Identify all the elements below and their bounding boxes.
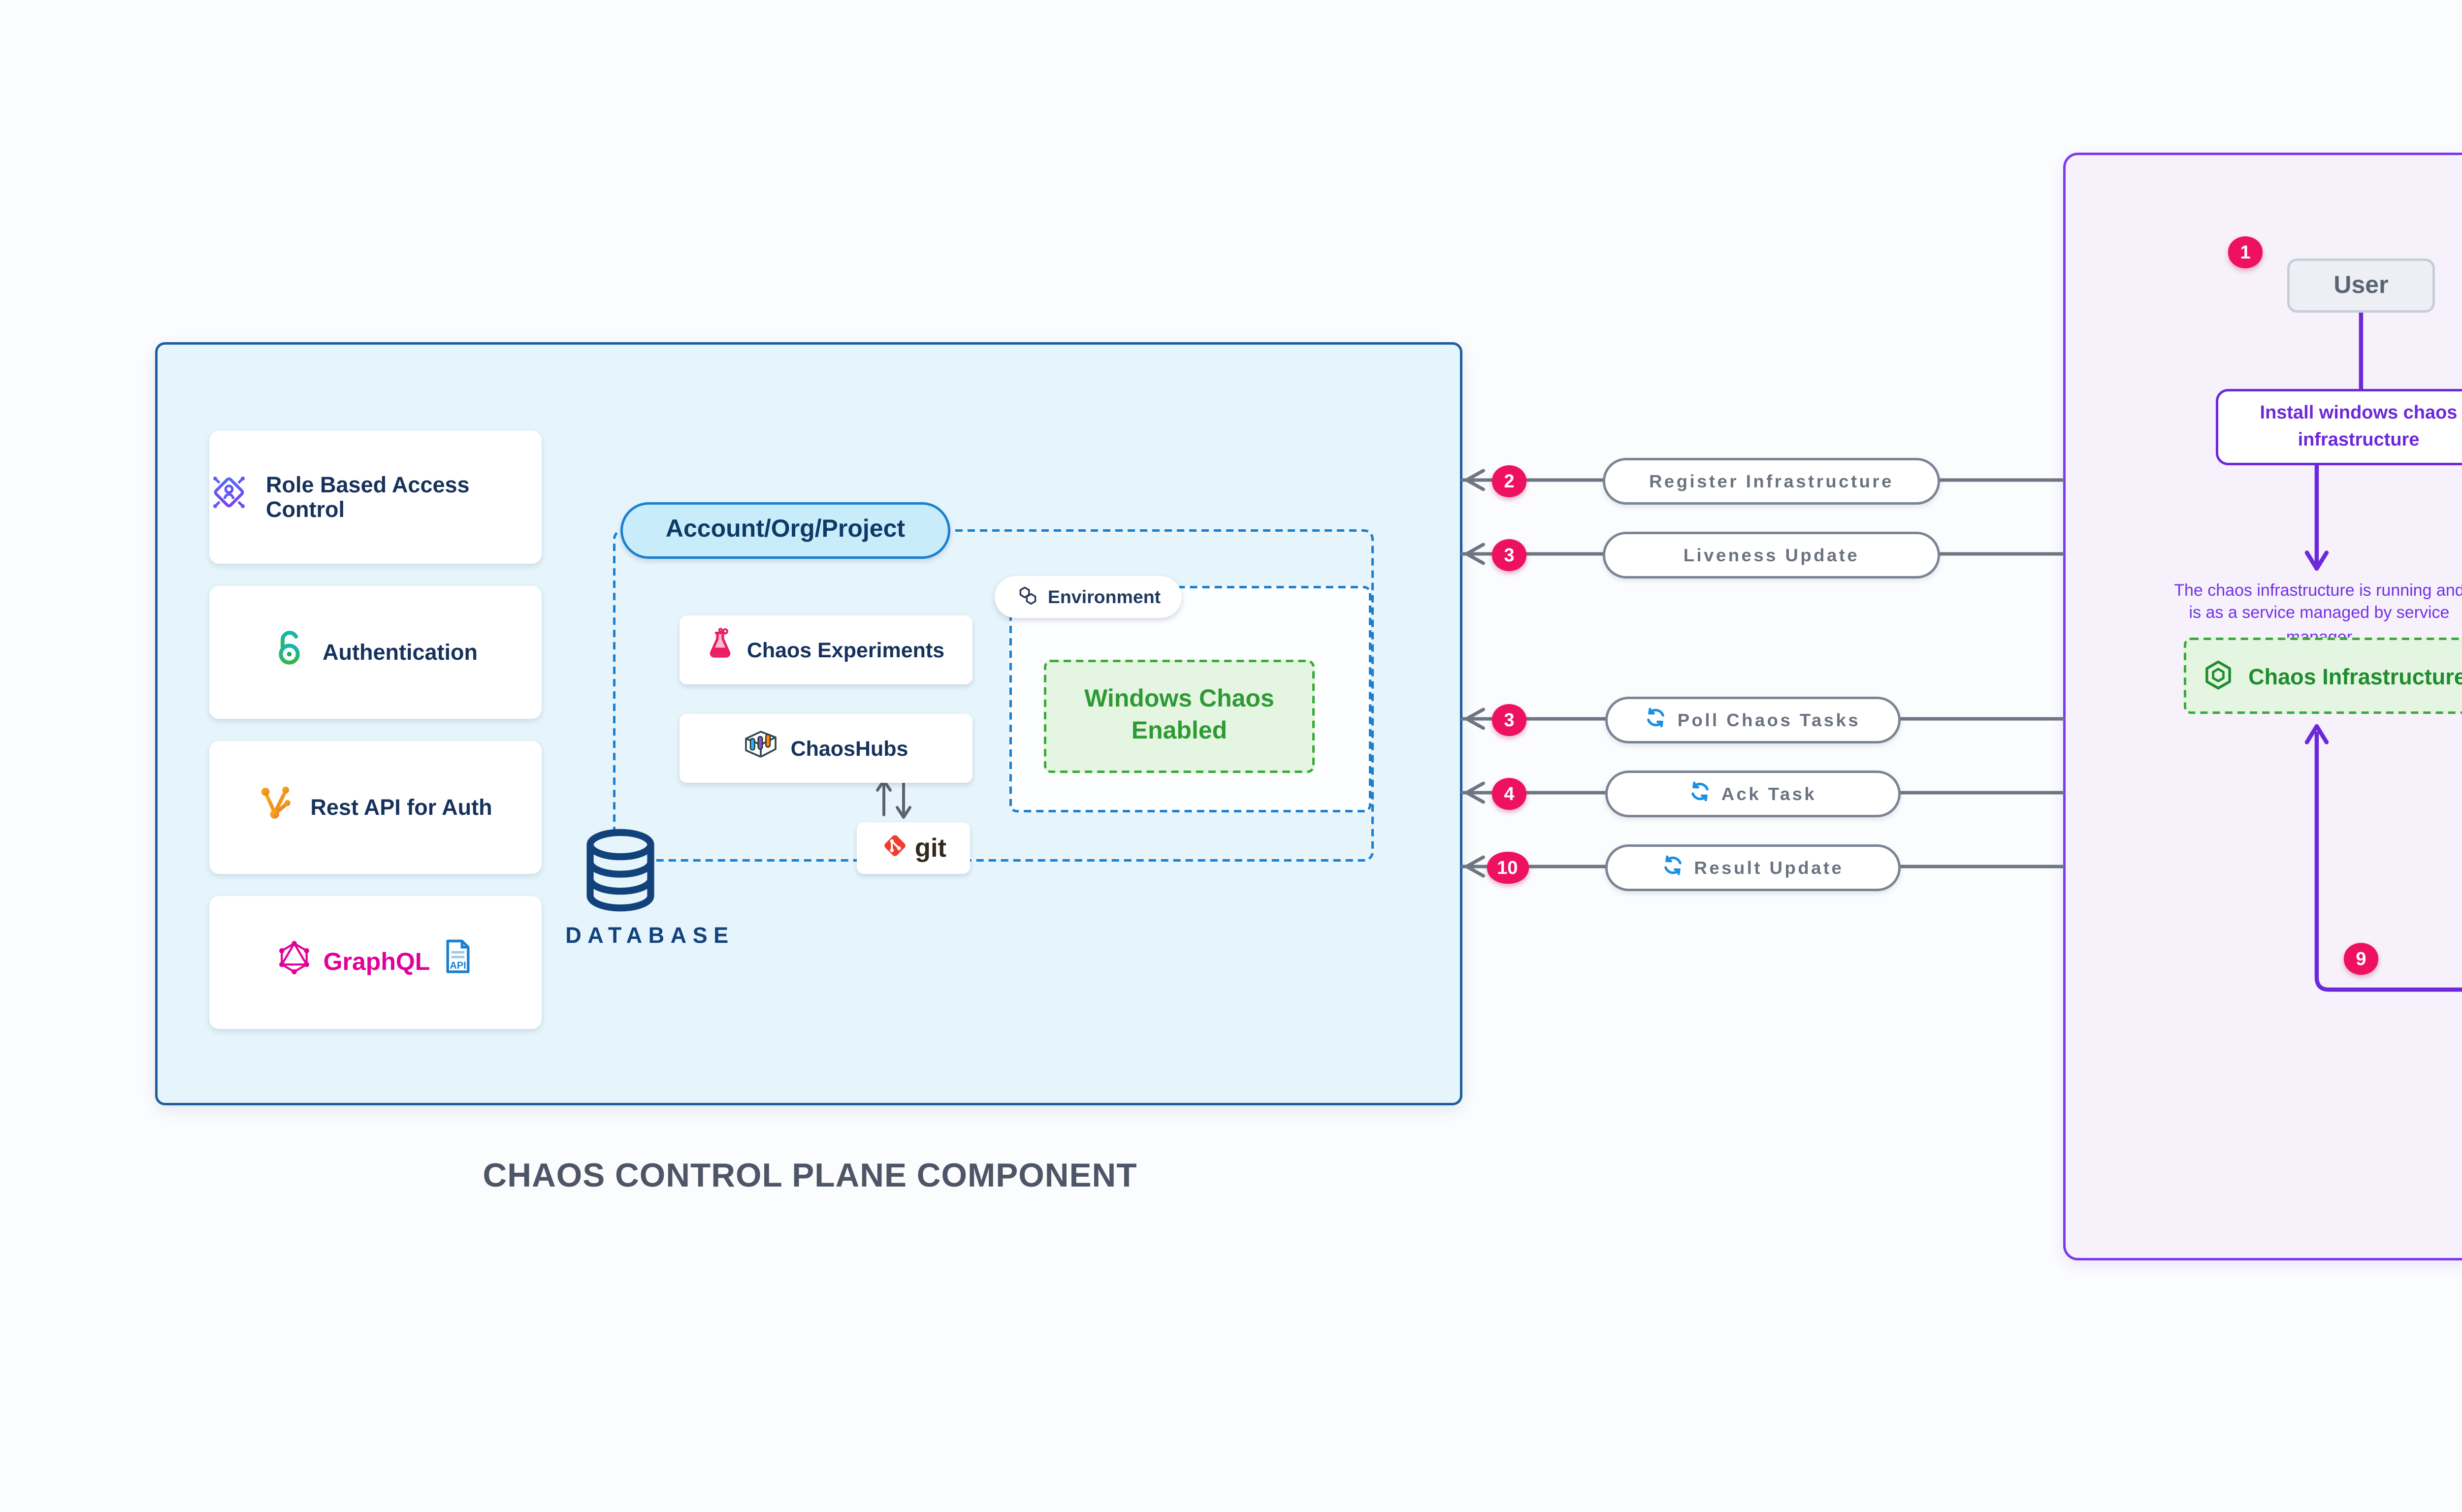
chaoshubs-card: ChaosHubs	[680, 714, 972, 783]
step-badge-3b: 3	[1492, 704, 1526, 735]
authentication-label: Authentication	[323, 640, 478, 665]
ack-task-label: Ack Task	[1721, 781, 1817, 804]
user-box: User	[2287, 258, 2435, 313]
chaos-infrastructure-box: Chaos Infrastructure	[2184, 638, 2462, 714]
rest-api-label: Rest API for Auth	[310, 795, 492, 820]
windows-chaos-enabled-box: Windows Chaos Enabled	[1044, 660, 1315, 773]
user-label: User	[2333, 272, 2389, 299]
install-infrastructure-label: Install windows chaos infrastructure	[2260, 402, 2458, 450]
account-org-project-pill: Account/Org/Project	[620, 502, 950, 559]
refresh-icon	[1646, 697, 1668, 741]
result-update-label: Result Update	[1694, 855, 1844, 878]
account-scope-box	[613, 529, 1374, 862]
step-badge-9: 9	[2344, 943, 2378, 974]
api-doc-icon: API	[442, 938, 472, 987]
step-badge-4: 4	[1492, 778, 1526, 809]
poll-chaos-tasks-pill: Poll Chaos Tasks	[1605, 695, 1901, 742]
poll-chaos-tasks-label: Poll Chaos Tasks	[1677, 708, 1861, 730]
authentication-card: Authentication	[209, 586, 542, 719]
chaoshubs-label: ChaosHubs	[790, 736, 908, 761]
result-update-pill: Result Update	[1605, 843, 1901, 890]
environment-label: Environment	[1047, 586, 1161, 608]
ack-task-pill: Ack Task	[1605, 769, 1901, 816]
git-card: git	[857, 822, 970, 874]
install-infrastructure-box: Install windows chaos infrastructure	[2216, 389, 2462, 465]
graphql-label: GraphQL	[323, 949, 430, 976]
step-badge-1: 1	[2228, 236, 2263, 267]
account-org-project-label: Account/Org/Project	[665, 517, 906, 544]
environment-chip: Environment	[995, 576, 1182, 618]
flask-icon	[708, 628, 735, 672]
liveness-update-pill: Liveness Update	[1603, 530, 1940, 578]
liveness-update-label: Liveness Update	[1683, 543, 1860, 565]
windows-chaos-enabled-label: Windows Chaos Enabled	[1084, 685, 1274, 746]
step-badge-10: 10	[1487, 852, 1528, 883]
rest-api-icon	[259, 784, 293, 831]
hexagons-icon	[1016, 585, 1038, 610]
svg-text:API: API	[449, 961, 465, 971]
git-label: git	[914, 833, 947, 863]
register-infrastructure-pill: Register Infrastructure	[1603, 456, 1940, 504]
rest-api-card: Rest API for Auth	[209, 741, 542, 874]
refresh-icon	[1689, 771, 1712, 815]
chaoshub-icon	[744, 726, 778, 771]
control-plane-title: CHAOS CONTROL PLANE COMPONENT	[483, 1157, 1137, 1194]
chaos-experiments-card: Chaos Experiments	[680, 615, 972, 684]
step-badge-2: 2	[1492, 465, 1526, 496]
chaos-infrastructure-label: Chaos Infrastructure	[2248, 663, 2462, 688]
step-badge-3a: 3	[1492, 539, 1526, 570]
chaos-experiments-label: Chaos Experiments	[746, 638, 945, 662]
graphql-card: GraphQL API	[209, 896, 542, 1029]
infra-running-note: The chaos infrastructure is running and …	[2174, 583, 2462, 647]
refresh-icon	[1662, 844, 1685, 889]
graphql-icon	[279, 939, 311, 986]
register-infrastructure-label: Register Infrastructure	[1649, 469, 1894, 491]
database-label: DATABASE	[565, 923, 735, 948]
rbac-icon	[209, 472, 249, 523]
rbac-label: Role Based Access Control	[266, 473, 470, 522]
litmus-hexagon-icon	[2204, 660, 2234, 692]
auth-lock-icon	[273, 627, 305, 678]
rbac-card: Role Based Access Control	[209, 431, 542, 564]
git-icon	[880, 826, 907, 870]
database-icon	[574, 827, 667, 926]
